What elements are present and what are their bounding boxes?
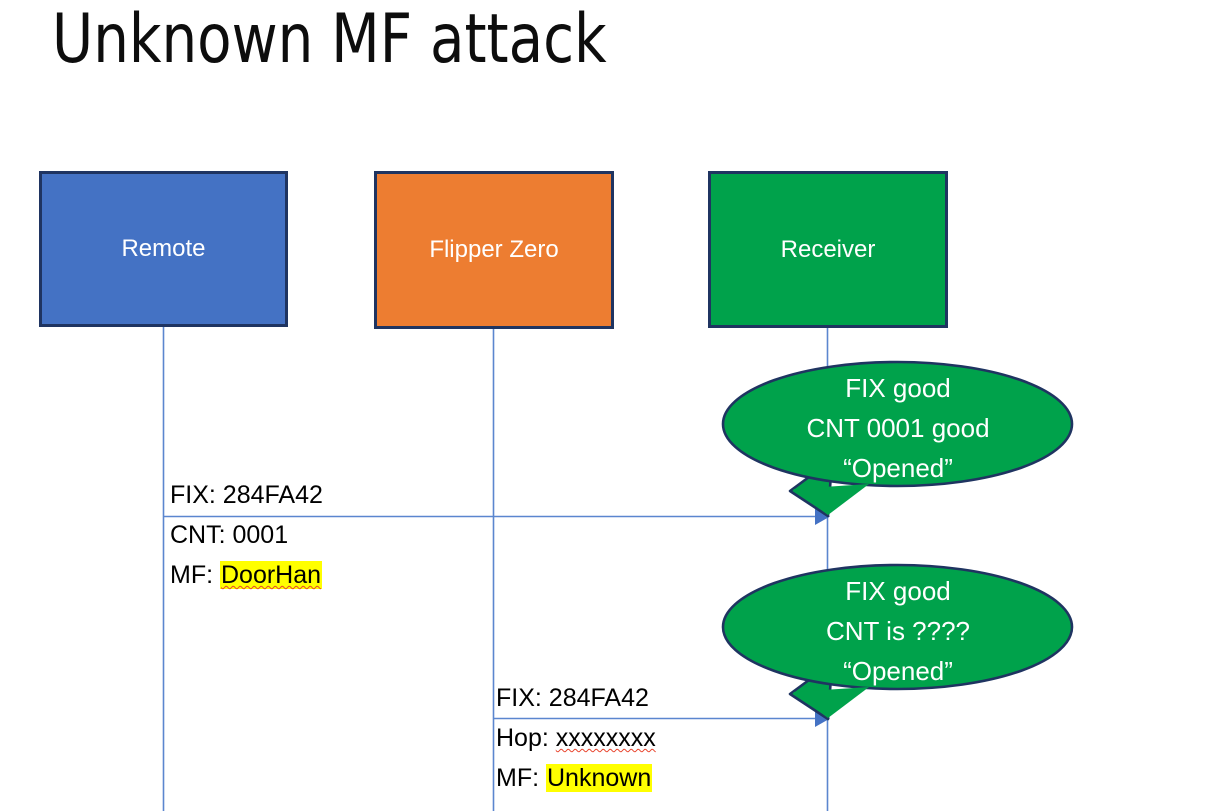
actor-label-receiver: Receiver [780,235,876,263]
callout-line: FIX good [845,373,951,403]
message-field-label: Hop: [496,724,556,752]
message-field-label: FIX: [496,684,549,712]
message-field-label: FIX: [170,481,223,509]
message-line: Hop: xxxxxxxx [496,718,656,758]
message-line: MF: DoorHan [170,555,323,595]
message-line: MF: Unknown [496,758,656,798]
message-field-value: 284FA42 [222,481,323,509]
actor-box-receiver[interactable]: Receiver [708,171,948,328]
message-line: FIX: 284FA42 [170,475,323,515]
callout-line: “Opened” [843,656,953,686]
callout-text-second: FIX good CNT is ???? “Opened” [723,571,1073,691]
message-field-label: MF: [496,764,546,792]
message-field-value-highlighted: DoorHan [220,561,323,589]
message-field-value: xxxxxxxx [555,724,656,752]
actor-box-remote[interactable]: Remote [39,171,288,327]
message-field-value: 0001 [232,521,289,549]
message-field-value: 284FA42 [548,684,649,712]
callout-bubble-first [721,360,1074,518]
message-line: CNT: 0001 [170,515,323,555]
message-field-label: CNT: [170,521,233,549]
callout-line: CNT is ???? [825,616,971,646]
actor-label-flipper: Flipper Zero [429,236,559,263]
message-field-value-highlighted: Unknown [546,764,653,792]
callout-line: FIX good [845,576,951,606]
message-line: FIX: 284FA42 [496,678,656,718]
message-field-label: MF: [170,561,220,589]
actor-label-remote: Remote [121,235,206,262]
message-label-remote-to-receiver: FIX: 284FA42 CNT: 0001 MF: DoorHan [170,475,323,595]
callout-text-first: FIX good CNT 0001 good “Opened” [723,368,1073,488]
page-title: Unknown MF attack [52,0,607,79]
callout-line: “Opened” [843,453,953,483]
callout-bubble-second [721,563,1074,721]
message-label-flipper-to-receiver: FIX: 284FA42 Hop: xxxxxxxx MF: Unknown [496,678,656,798]
actor-box-flipper[interactable]: Flipper Zero [374,171,614,329]
arrowhead-remote-to-receiver [815,508,830,525]
callout-line: CNT 0001 good [806,413,990,443]
